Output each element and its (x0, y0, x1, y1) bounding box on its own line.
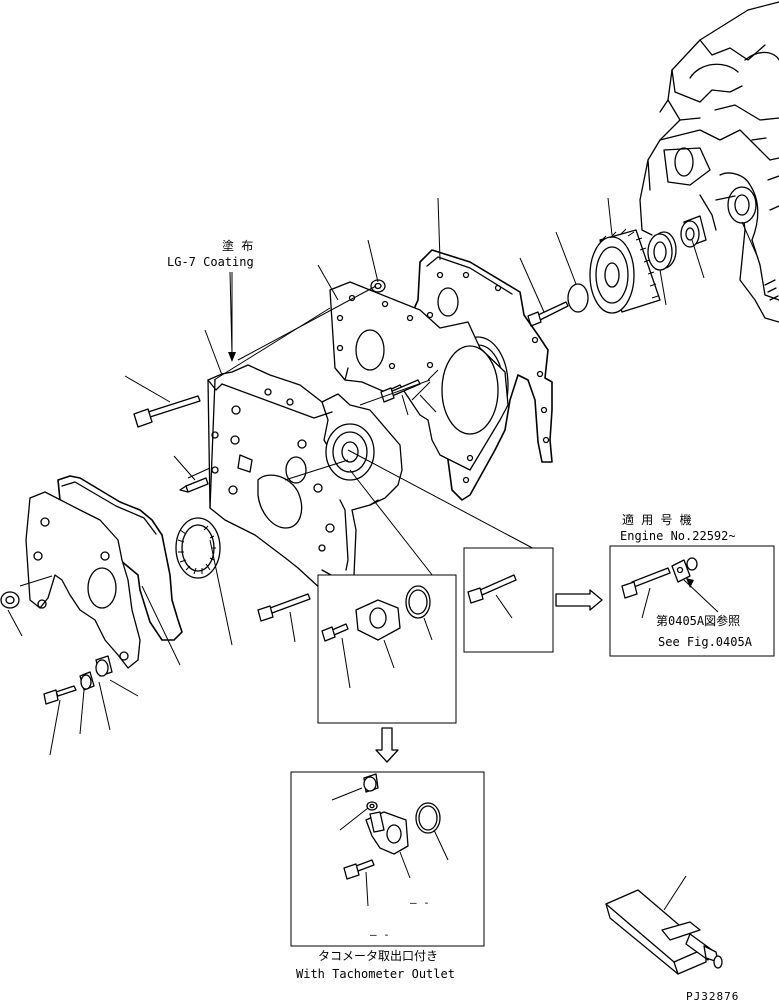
tacho-jp-label: タコメータ取出口付き (318, 949, 438, 963)
plate-detail-box (317, 574, 457, 724)
tacho-dash-1: – - (410, 896, 430, 909)
front-cover (133, 364, 403, 599)
left-nut (0, 575, 53, 609)
crank-gear-assembly (527, 186, 757, 327)
coating-callout: 塗 布 LG-7 Coating (167, 238, 254, 362)
down-arrow (375, 727, 399, 763)
plate (329, 279, 509, 471)
tacho-en-label: With Tachometer Outlet (296, 967, 455, 981)
oil-seal (175, 517, 221, 579)
coating-en-label: LG-7 Coating (167, 255, 254, 269)
fig-ref-jp-label: 第0405A図参照 (656, 613, 740, 628)
figure-code: PJ32876 (686, 990, 739, 1003)
fig-ref-en-label: See Fig.0405A (658, 635, 753, 649)
serial-jp-label: 適 用 号 機 (622, 512, 692, 527)
outer-cover (25, 475, 183, 669)
bolt-detail-box (463, 547, 554, 653)
mid-bolt (257, 593, 311, 622)
tool-part (605, 875, 723, 975)
serial-en-label: Engine No.22592~ (620, 529, 736, 543)
dowel-pin (179, 477, 209, 493)
bottom-left-fasteners (43, 655, 113, 705)
tacho-box: – - – - タコメータ取出口付き With Tachometer Outle… (290, 771, 485, 981)
serial-arrow (555, 589, 603, 611)
tacho-dash-2: – - (370, 928, 390, 941)
serial-box: 適 用 号 機 Engine No.22592~ 第0405A図参照 See F… (609, 512, 775, 657)
coating-jp-label: 塗 布 (222, 238, 253, 253)
